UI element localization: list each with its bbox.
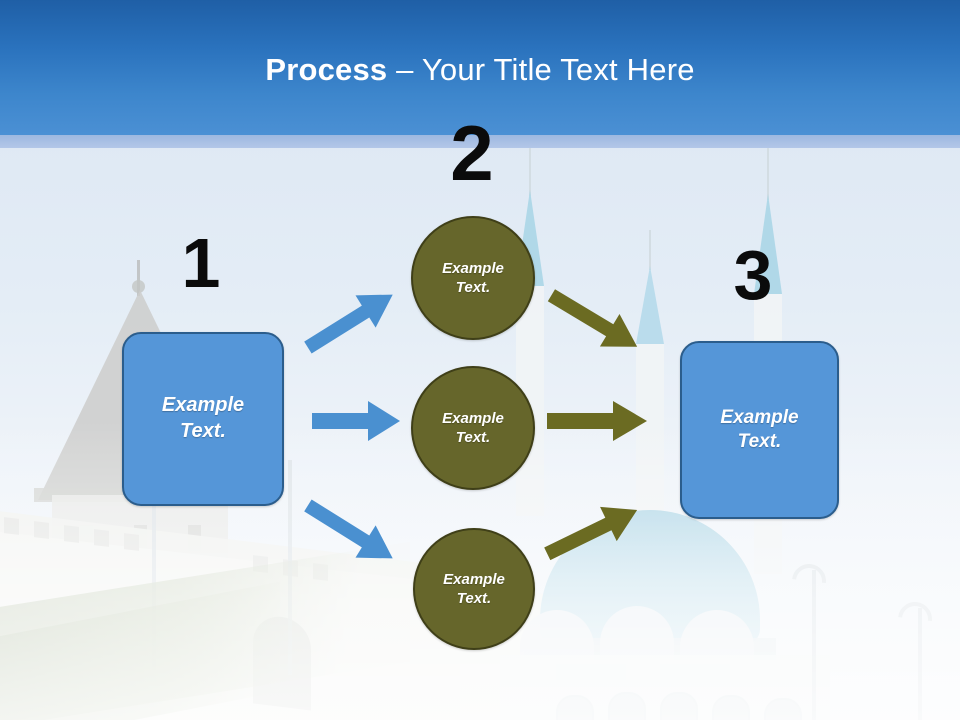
stage1-box-label-line1: Example	[161, 394, 245, 417]
stage1-box-label: Example Text.	[162, 393, 244, 444]
minaret-spire	[636, 266, 664, 344]
arrow-circle1-to-box3	[547, 289, 638, 347]
arrow-circle2-to-box3	[547, 401, 647, 441]
stage2-circle-2-label-line1: Example	[442, 409, 504, 427]
stage2-circle-2-label: Example Text.	[442, 409, 504, 447]
page-title: Process – Your Title Text Here	[0, 52, 960, 88]
stage3-box-label-line2: Text.	[737, 431, 782, 452]
minaret-needle	[767, 148, 769, 200]
step-number-1: 1	[181, 224, 221, 302]
minaret-needle	[529, 148, 531, 196]
stage2-circle-1-label-line1: Example	[442, 259, 504, 277]
step-number-2: 2	[450, 109, 494, 197]
minaret-spire	[754, 194, 782, 294]
stage3-box-label: Example Text.	[720, 406, 798, 455]
stage2-circle-1[interactable]: Example Text.	[411, 216, 535, 340]
tower-spire	[137, 260, 140, 296]
arrow-circle3-to-box3	[544, 506, 638, 561]
stage2-circle-1-label: Example Text.	[442, 259, 504, 297]
step-number-3: 3	[733, 236, 773, 314]
stage2-circle-2-label-line2: Text.	[455, 429, 491, 446]
page-title-bold: Process	[265, 52, 388, 87]
stage3-box[interactable]: Example Text.	[680, 341, 839, 519]
tower-finial	[132, 280, 145, 293]
stage2-circle-1-label-line2: Text.	[455, 279, 491, 296]
title-bar-accent-band	[0, 135, 960, 148]
stage1-box-label-line2: Text.	[180, 420, 226, 442]
stage2-circle-2[interactable]: Example Text.	[411, 366, 535, 490]
page-title-rest: – Your Title Text Here	[387, 52, 695, 87]
minaret-needle	[649, 230, 651, 270]
stage2-circle-3[interactable]: Example Text.	[413, 528, 535, 650]
stage2-circle-3-label-line2: Text.	[456, 590, 492, 607]
stage2-circle-3-label-line1: Example	[443, 570, 505, 588]
stage3-box-label-line1: Example	[720, 406, 799, 428]
arrow-box1-to-circle2	[312, 401, 400, 441]
arrow-box1-to-circle3	[304, 499, 393, 559]
title-bar	[0, 0, 960, 135]
stage1-box[interactable]: Example Text.	[122, 332, 284, 506]
stage2-circle-3-label: Example Text.	[443, 570, 505, 608]
arrow-box1-to-circle1	[304, 294, 393, 354]
